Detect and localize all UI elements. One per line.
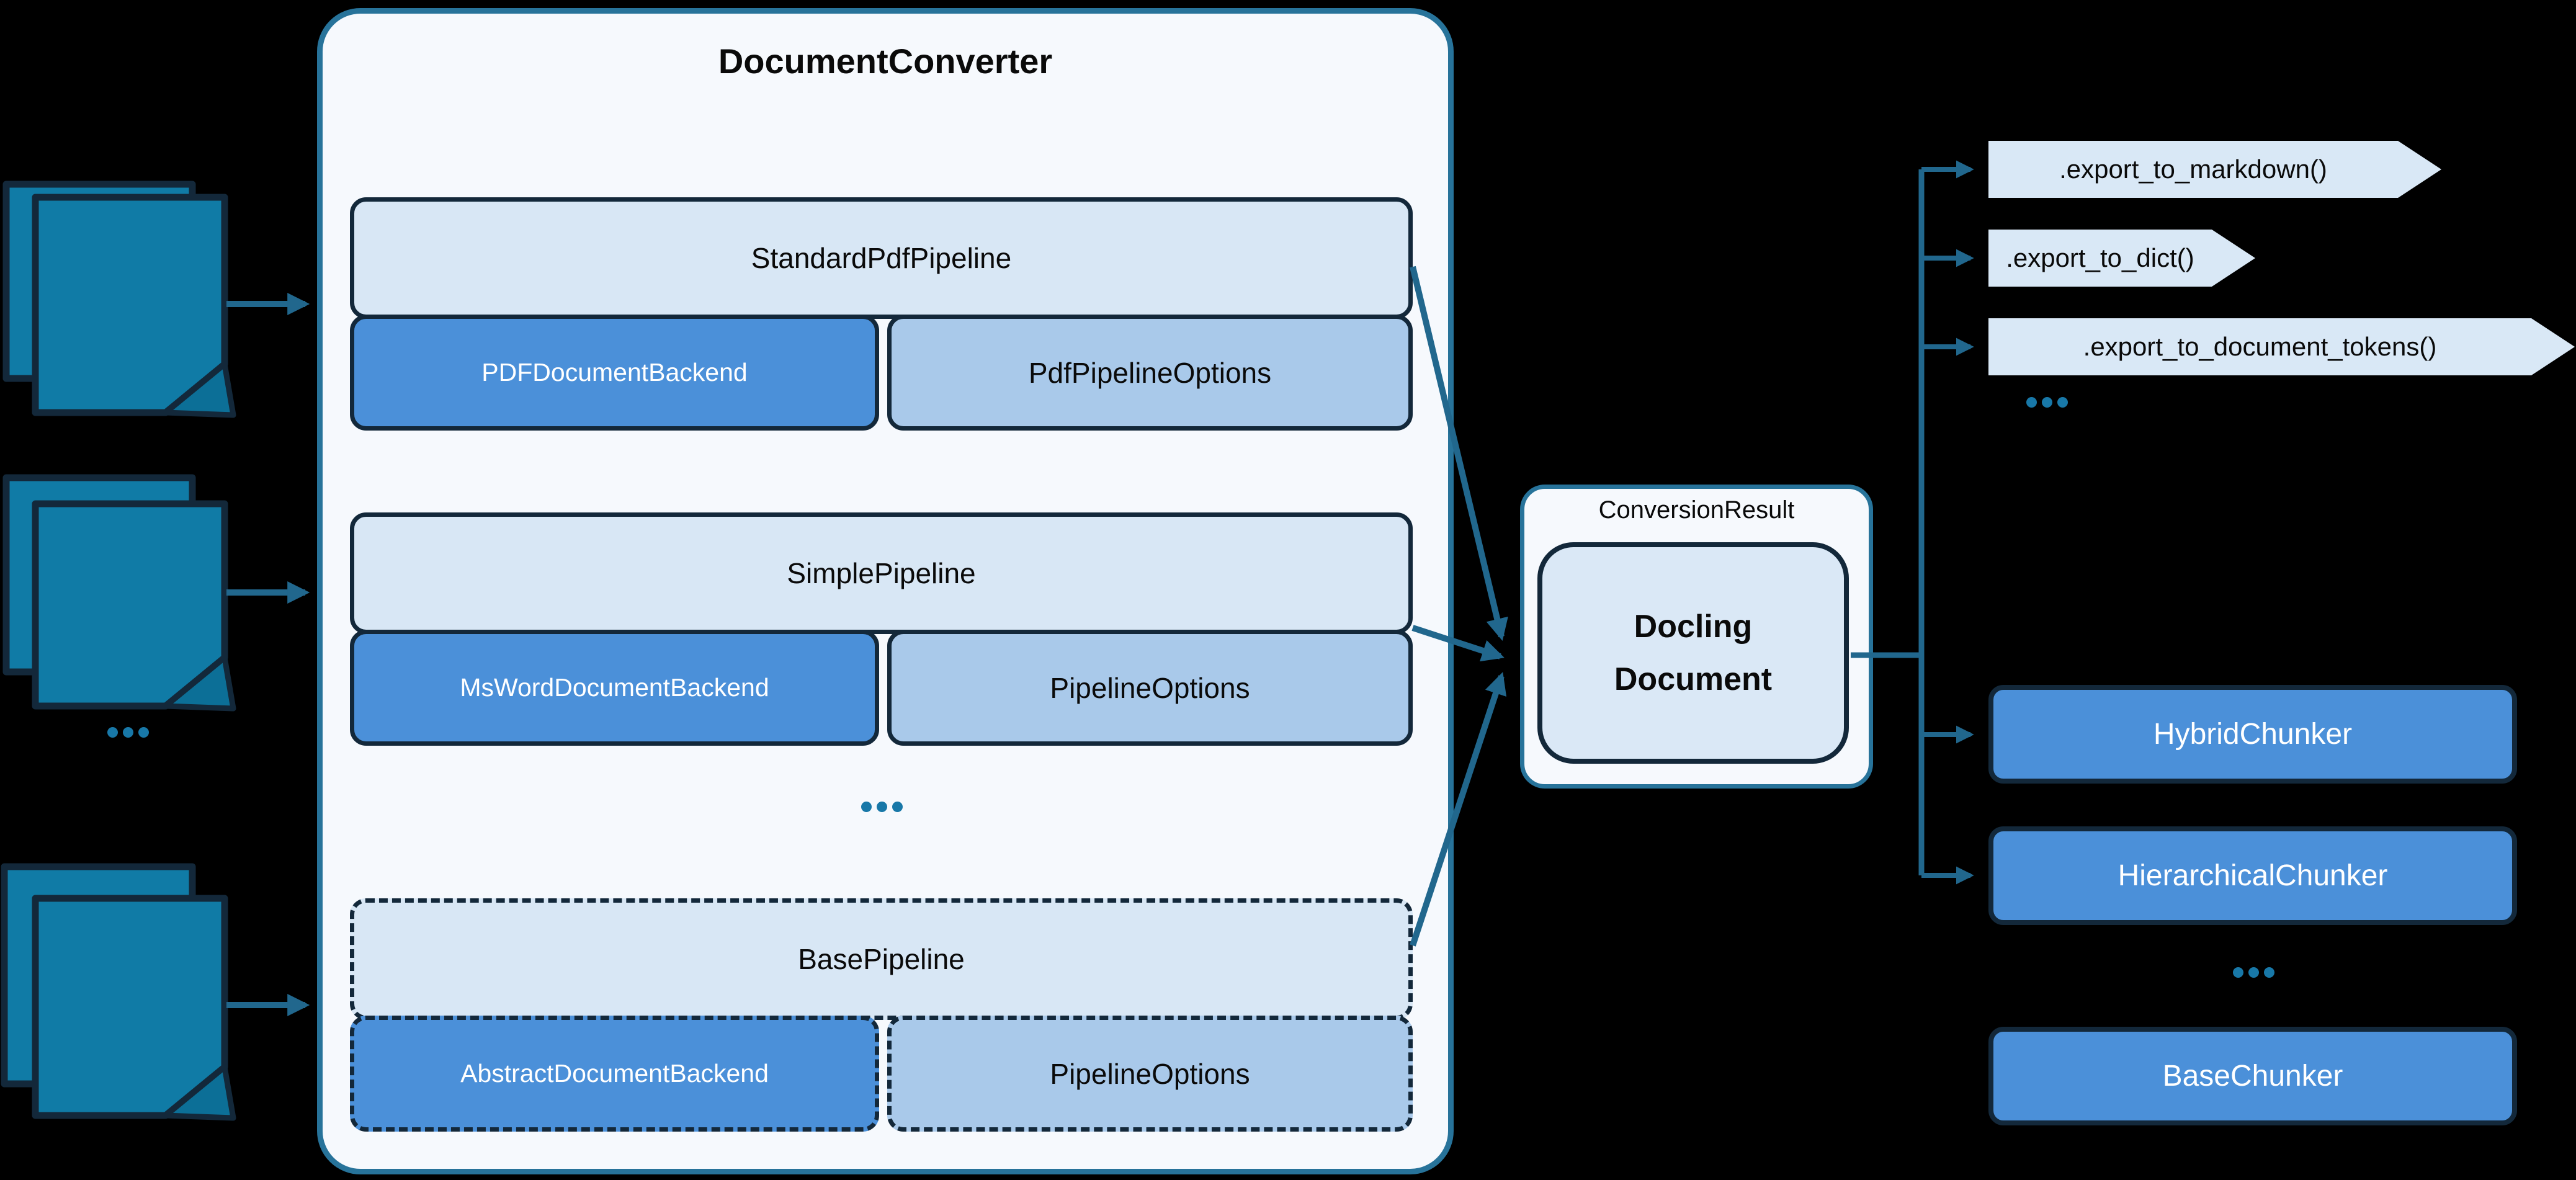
pipeline-label: BasePipeline [798,943,965,975]
export-label: .export_to_markdown() [2059,154,2327,184]
chunker-label: HierarchicalChunker [2118,859,2388,892]
document-converter-title: DocumentConverter [718,42,1053,81]
pipeline-label: SimplePipeline [787,557,976,589]
options-box-base: PipelineOptions [887,1016,1413,1132]
export-to-markdown-shape: .export_to_markdown() [1988,141,2441,198]
backend-label: AbstractDocumentBackend [460,1059,769,1088]
docling-document-line1: Docling [1634,609,1753,645]
docx-label-text: DOCX [89,589,171,621]
options-label: PdfPipelineOptions [1028,356,1272,389]
options-label: PipelineOptions [1050,671,1250,704]
export-to-dict-shape: .export_to_dict() [1988,230,2255,287]
backend-box-abstract: AbstractDocumentBackend [350,1016,879,1132]
converter-ellipsis-icon [861,802,903,812]
hybrid-chunker-box: HybridChunker [1988,685,2517,784]
backend-label: MsWordDocumentBackend [460,673,769,702]
options-box-simple: PipelineOptions [887,630,1413,746]
chunker-label: BaseChunker [2162,1060,2343,1093]
pipeline-box-simple: SimplePipeline [350,512,1413,634]
chunker-label: HybridChunker [2153,718,2353,751]
pdf-document-label: PDF [35,197,225,413]
conversion-result-label: ConversionResult [1598,496,1795,524]
chunkers-ellipsis-icon [2233,967,2274,978]
some-format-line1: <some [90,968,170,998]
docling-document-box: Docling Document [1537,542,1849,764]
base-chunker-box: BaseChunker [1988,1027,2517,1125]
backend-label: PDFDocumentBackend [481,358,748,387]
pipeline-label: StandardPdfPipeline [751,242,1012,274]
docx-document-label: DOCX [35,504,225,706]
pipeline-box-base: BasePipeline [350,898,1413,1020]
pdf-label-text: PDF [99,287,161,323]
backend-box-pdf: PDFDocumentBackend [350,315,879,431]
backend-box-msword: MsWordDocumentBackend [350,630,879,746]
export-to-document-tokens-shape: .export_to_document_tokens() [1988,318,2575,375]
options-label: PipelineOptions [1050,1057,1250,1090]
options-box-pdf: PdfPipelineOptions [887,315,1413,431]
pipeline-box-standard-pdf: StandardPdfPipeline [350,197,1413,319]
inputs-ellipsis-icon [107,727,149,738]
hierarchical-chunker-box: HierarchicalChunker [1988,826,2517,925]
export-label: .export_to_dict() [2006,243,2194,272]
some-format-line2: format> [85,1016,175,1045]
some-format-document-label: <some format> [35,898,225,1115]
export-label: .export_to_document_tokens() [2083,332,2437,361]
exports-ellipsis-icon [2026,397,2068,408]
docling-document-line2: Document [1614,661,1773,697]
